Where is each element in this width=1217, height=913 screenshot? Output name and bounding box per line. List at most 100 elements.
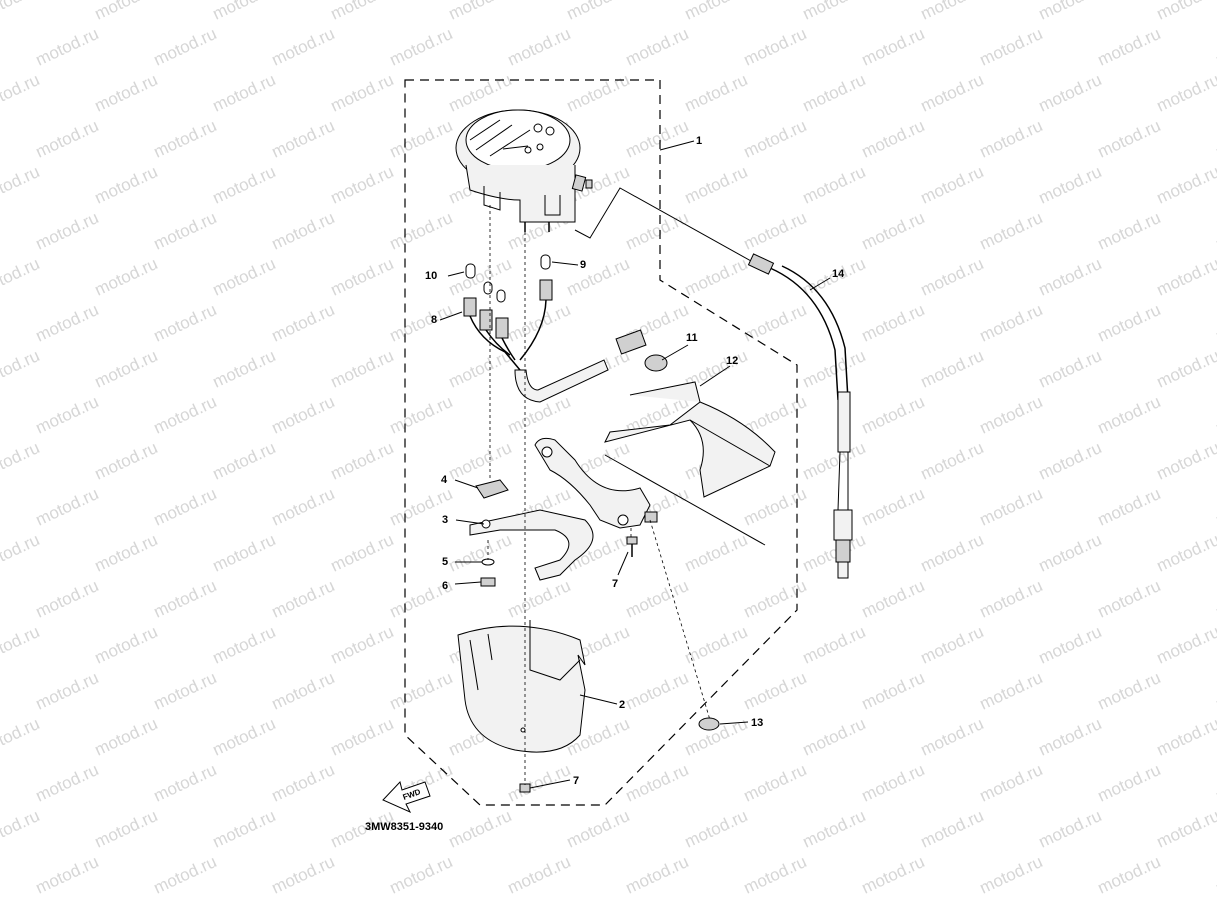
watermark-text: motod.ru — [328, 346, 397, 392]
watermark-text: motod.ru — [1213, 484, 1217, 530]
watermark-text: motod.ru — [446, 70, 515, 116]
watermark-text: motod.ru — [918, 622, 987, 668]
watermark-text: motod.ru — [92, 714, 161, 760]
callout-12: 12 — [726, 355, 738, 367]
watermark-text: motod.ru — [328, 0, 397, 24]
watermark-text: motod.ru — [1154, 438, 1217, 484]
bracket-3 — [469, 437, 651, 581]
watermark-text: motod.ru — [505, 576, 574, 622]
bulb-parts — [465, 254, 551, 303]
watermark-text: motod.ru — [682, 0, 751, 24]
watermark-text: motod.ru — [0, 162, 42, 208]
watermark-text: motod.ru — [564, 0, 633, 24]
watermark-text: motod.ru — [1154, 0, 1217, 24]
watermark-text: motod.ru — [210, 806, 279, 852]
watermark-text: motod.ru — [977, 116, 1046, 162]
watermark-text: motod.ru — [1095, 392, 1164, 438]
watermark-text: motod.ru — [1154, 622, 1217, 668]
watermark-text: motod.ru — [151, 484, 220, 530]
callout-14: 14 — [832, 268, 845, 280]
watermark-text: motod.ru — [1213, 208, 1217, 254]
watermark-text: motod.ru — [210, 346, 279, 392]
watermark-text: motod.ru — [564, 254, 633, 300]
watermark-text: motod.ru — [210, 70, 279, 116]
watermark-text: motod.ru — [1213, 852, 1217, 898]
watermark-text: motod.ru — [623, 760, 692, 806]
watermark-text: motod.ru — [387, 668, 456, 714]
watermark-text: motod.ru — [1036, 0, 1105, 24]
watermark-text: motod.ru — [1154, 806, 1217, 852]
watermark-text: motod.ru — [0, 0, 42, 24]
watermark-text: motod.ru — [977, 300, 1046, 346]
watermark-text: motod.ru — [210, 714, 279, 760]
watermark-text: motod.ru — [328, 254, 397, 300]
watermark-text: motod.ru — [446, 438, 515, 484]
watermark-text: motod.ru — [1154, 530, 1217, 576]
watermark-text: motod.ru — [269, 392, 338, 438]
watermark-text: motod.ru — [210, 622, 279, 668]
watermark-text: motod.ru — [1095, 760, 1164, 806]
watermark-text: motod.ru — [1095, 24, 1164, 70]
watermark-text: motod.ru — [741, 484, 810, 530]
watermark-text: motod.ru — [859, 760, 928, 806]
watermark-text: motod.ru — [387, 852, 456, 898]
watermark-text: motod.ru — [269, 208, 338, 254]
callout-7b: 7 — [573, 775, 579, 787]
watermark-text: motod.ru — [210, 162, 279, 208]
watermark-text: motod.ru — [505, 300, 574, 346]
watermark-text: motod.ru — [1036, 806, 1105, 852]
watermark-text: motod.ru — [741, 576, 810, 622]
watermark-text: motod.ru — [33, 852, 102, 898]
watermark-text: motod.ru — [800, 806, 869, 852]
watermark-text: motod.ru — [269, 24, 338, 70]
watermark-text: motod.ru — [977, 392, 1046, 438]
watermark-text: motod.ru — [151, 852, 220, 898]
callout-7a: 7 — [612, 578, 618, 590]
watermark-text: motod.ru — [387, 24, 456, 70]
watermark-text: motod.ru — [328, 714, 397, 760]
watermark-text: motod.ru — [1036, 254, 1105, 300]
leader-lines — [439, 140, 831, 789]
socket-harness — [463, 279, 647, 403]
watermark-text: motod.ru — [1213, 668, 1217, 714]
watermark-text: motod.ru — [741, 208, 810, 254]
watermark-text: motod.ru — [151, 116, 220, 162]
watermark-text: motod.ru — [741, 760, 810, 806]
watermark-text: motod.ru — [446, 530, 515, 576]
watermark-text: motod.ru — [269, 576, 338, 622]
part-code: 3MW8351-9340 — [365, 821, 443, 833]
watermark-text: motod.ru — [1036, 622, 1105, 668]
watermark-text: motod.ru — [1154, 346, 1217, 392]
watermark-text: motod.ru — [328, 438, 397, 484]
watermark-text: motod.ru — [33, 760, 102, 806]
watermark-text: motod.ru — [859, 24, 928, 70]
watermark-text: motod.ru — [328, 162, 397, 208]
watermark-text: motod.ru — [977, 576, 1046, 622]
watermark-text: motod.ru — [505, 852, 574, 898]
watermark-text: motod.ru — [1154, 714, 1217, 760]
watermark-text: motod.ru — [269, 760, 338, 806]
watermark-text: motod.ru — [741, 24, 810, 70]
watermark-text: motod.ru — [387, 300, 456, 346]
watermark-text: motod.ru — [1036, 530, 1105, 576]
watermark-text: motod.ru — [682, 162, 751, 208]
watermark-text: motod.ru — [918, 0, 987, 24]
watermark-text: motod.ru — [800, 162, 869, 208]
watermark-text: motod.ru — [33, 116, 102, 162]
watermark-text: motod.ru — [1036, 714, 1105, 760]
watermark-text: motod.ru — [859, 852, 928, 898]
watermark-text: motod.ru — [800, 70, 869, 116]
watermark-text: motod.ru — [505, 760, 574, 806]
watermark-text: motod.ru — [92, 162, 161, 208]
watermark-text: motod.ru — [918, 438, 987, 484]
watermark-text: motod.ru — [859, 116, 928, 162]
watermark-text: motod.ru — [0, 346, 42, 392]
watermark-text: motod.ru — [328, 70, 397, 116]
watermark-text: motod.ru — [800, 622, 869, 668]
watermark-text: motod.ru — [92, 346, 161, 392]
watermark-text: motod.ru — [1036, 70, 1105, 116]
callout-10: 10 — [425, 270, 437, 282]
watermark-text: motod.ru — [92, 806, 161, 852]
watermark-text: motod.ru — [800, 346, 869, 392]
